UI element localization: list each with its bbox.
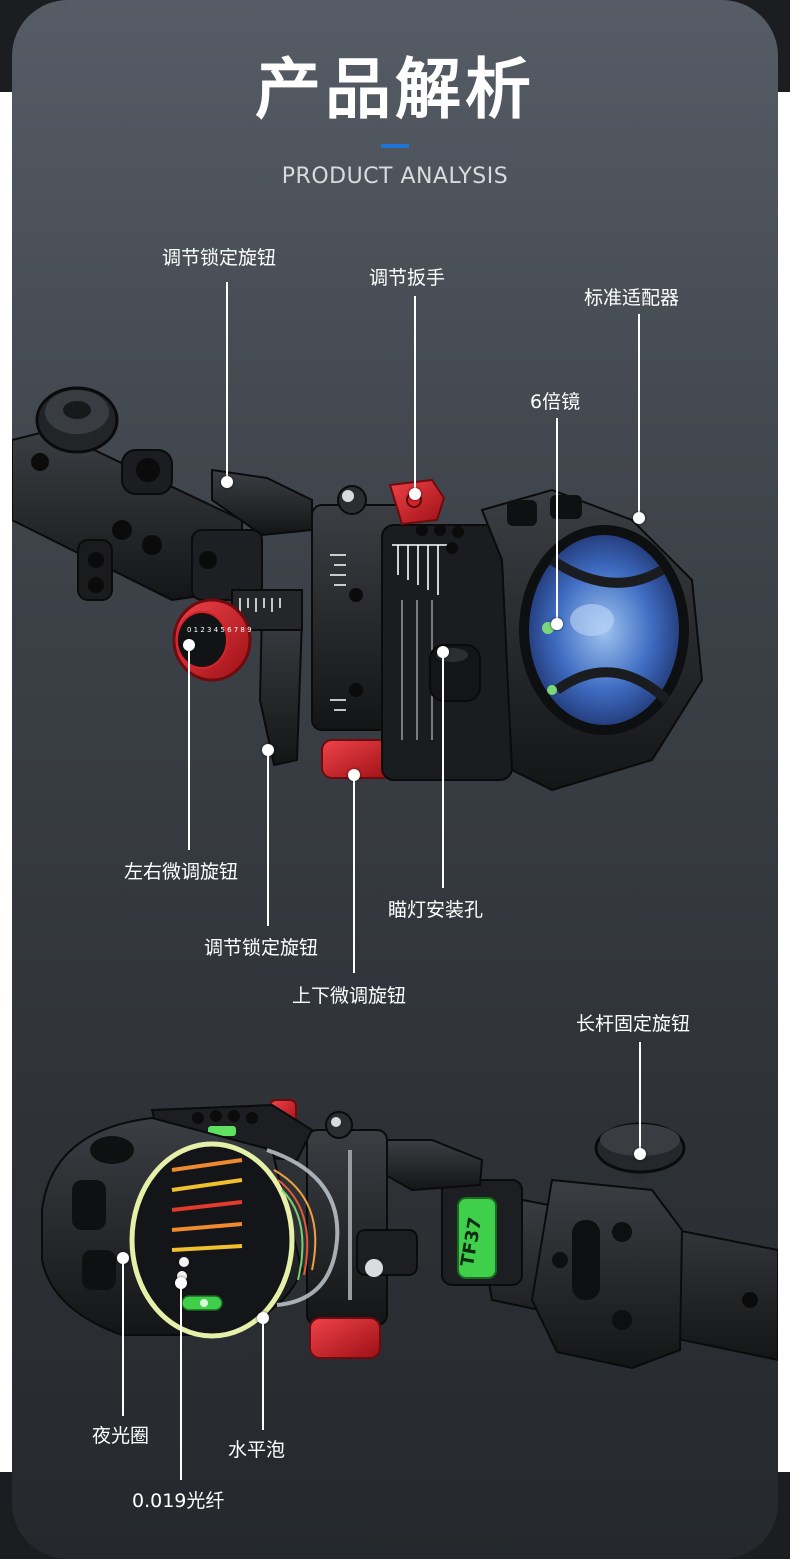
callout-dot [634, 1148, 646, 1160]
callout-glow-ring: 夜光圈 [92, 1425, 150, 1447]
callout-fiber: 0.019光纤 [132, 1490, 225, 1512]
clamp-block [530, 1178, 684, 1370]
leader-line [353, 775, 355, 973]
leader-line [638, 314, 640, 518]
leader-line [442, 652, 444, 888]
callout-dot [633, 512, 645, 524]
callout-adapter: 标准适配器 [584, 287, 680, 309]
page-subtitle: PRODUCT ANALYSIS [281, 164, 509, 189]
leader-line [267, 750, 269, 926]
leader-line [122, 1258, 124, 1416]
callout-ud-micro-knob: 上下微调旋钮 [292, 985, 407, 1007]
callout-wrench: 调节扳手 [369, 267, 446, 289]
callout-lens-6x: 6倍镜 [530, 391, 581, 413]
leader-line [180, 1283, 182, 1480]
leader-line [188, 645, 190, 850]
leader-line [262, 1318, 264, 1430]
callout-lock-knob-upper: 调节锁定旋钮 [162, 247, 277, 269]
product-analysis-card: 产品解析 PRODUCT ANALYSIS [12, 0, 778, 1559]
leader-line [414, 296, 416, 494]
page-title: 产品解析 [255, 51, 535, 128]
glow-ring-graphic [129, 1141, 295, 1339]
callout-rod-fix-knob: 长杆固定旋钮 [576, 1013, 691, 1035]
dial-digits: 0 1 2 3 4 5 6 7 8 9 [187, 626, 252, 634]
callout-lock-knob-lower: 调节锁定旋钮 [204, 937, 319, 959]
leader-line [226, 282, 228, 482]
tf37-badge [457, 1197, 497, 1279]
callout-dot [409, 488, 421, 500]
callout-sight-light-hole: 瞄灯安装孔 [388, 899, 484, 921]
leader-line [556, 418, 558, 624]
bow-sight-top-image: 0 1 2 3 4 5 6 7 8 9 [12, 386, 778, 1370]
callout-dot [551, 618, 563, 630]
lock-lever-lower [258, 608, 304, 767]
callout-dot [221, 476, 233, 488]
callout-level-bubble: 水平泡 [228, 1439, 286, 1461]
leader-line [639, 1042, 641, 1154]
title-accent-bar [381, 144, 409, 148]
callout-lr-micro-knob: 左右微调旋钮 [124, 861, 239, 883]
